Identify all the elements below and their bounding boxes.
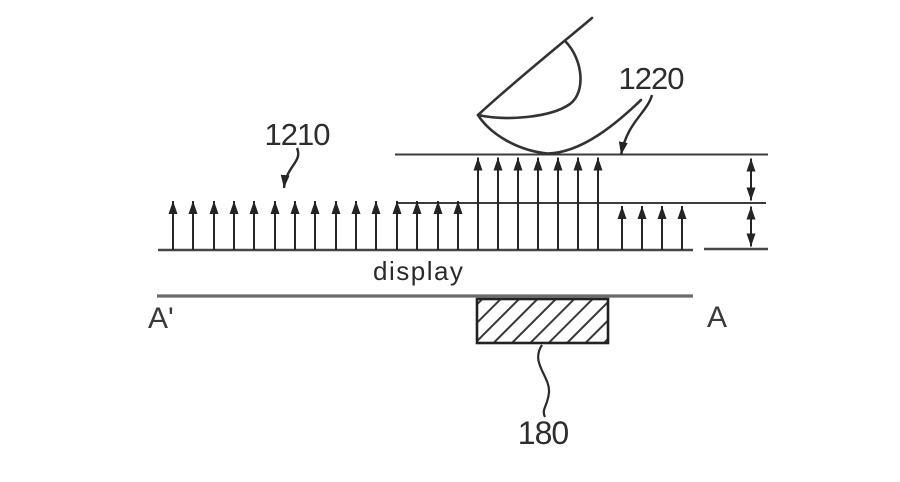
leader-180 <box>537 344 551 418</box>
field-arrows-right <box>617 206 687 250</box>
field-arrows-left <box>168 201 463 250</box>
display-label: display <box>373 256 464 286</box>
label-1210: 1210 <box>265 117 331 152</box>
finger <box>476 16 643 155</box>
label-section-a-prime: A' <box>148 302 174 335</box>
label-180: 180 <box>518 415 569 451</box>
electrode-rect-180 <box>475 297 610 345</box>
leader-1210 <box>280 147 300 189</box>
finger-top-edge <box>476 16 594 117</box>
label-1220: 1220 <box>619 61 685 96</box>
label-section-a: A <box>707 301 727 334</box>
field-arrows-touch-area <box>473 157 603 250</box>
fingernail-arc <box>476 40 582 120</box>
leader-1220 <box>618 94 654 156</box>
finger-pad-curve <box>476 98 643 155</box>
